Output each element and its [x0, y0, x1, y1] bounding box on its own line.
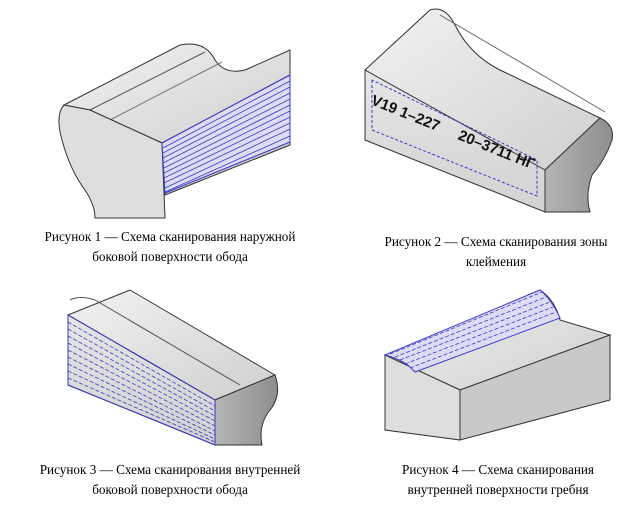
figure-1-caption-line1: Рисунок 1 — Схема сканирования наружной: [44, 229, 296, 244]
figure-4-caption: Рисунок 4 — Схема сканирования внутренне…: [360, 460, 636, 500]
figure-3-scan-lines: [67, 321, 216, 443]
figure-1-scan-lines: [162, 80, 291, 193]
figure-1-caption: Рисунок 1 — Схема сканирования наружной …: [8, 227, 332, 267]
figure-1-rim-segment: [58, 43, 291, 219]
figure-2-caption-line2: клеймения: [465, 254, 527, 269]
figure-2-caption: Рисунок 2 — Схема сканирования зоны клей…: [350, 232, 642, 272]
figure-3-caption-line1: Рисунок 3 — Схема сканирования внутренне…: [39, 462, 301, 477]
figure-3-rim-segment: [66, 289, 279, 446]
figure-4-caption-line1: Рисунок 4 — Схема сканирования: [401, 462, 595, 477]
figure-3-caption: Рисунок 3 — Схема сканирования внутренне…: [5, 460, 335, 500]
figure-1-caption-line2: боковой поверхности обода: [92, 249, 248, 264]
figure-4-scan-lines: [389, 291, 557, 369]
figure-2-caption-line1: Рисунок 2 — Схема сканирования зоны: [384, 234, 608, 249]
figure-4-caption-line2: внутренней поверхности гребня: [407, 482, 589, 497]
figure-2-rim-segment: [364, 8, 613, 213]
figure-4-rim-segment: [383, 289, 612, 441]
figure-3-caption-line2: боковой поверхности обода: [92, 482, 248, 497]
